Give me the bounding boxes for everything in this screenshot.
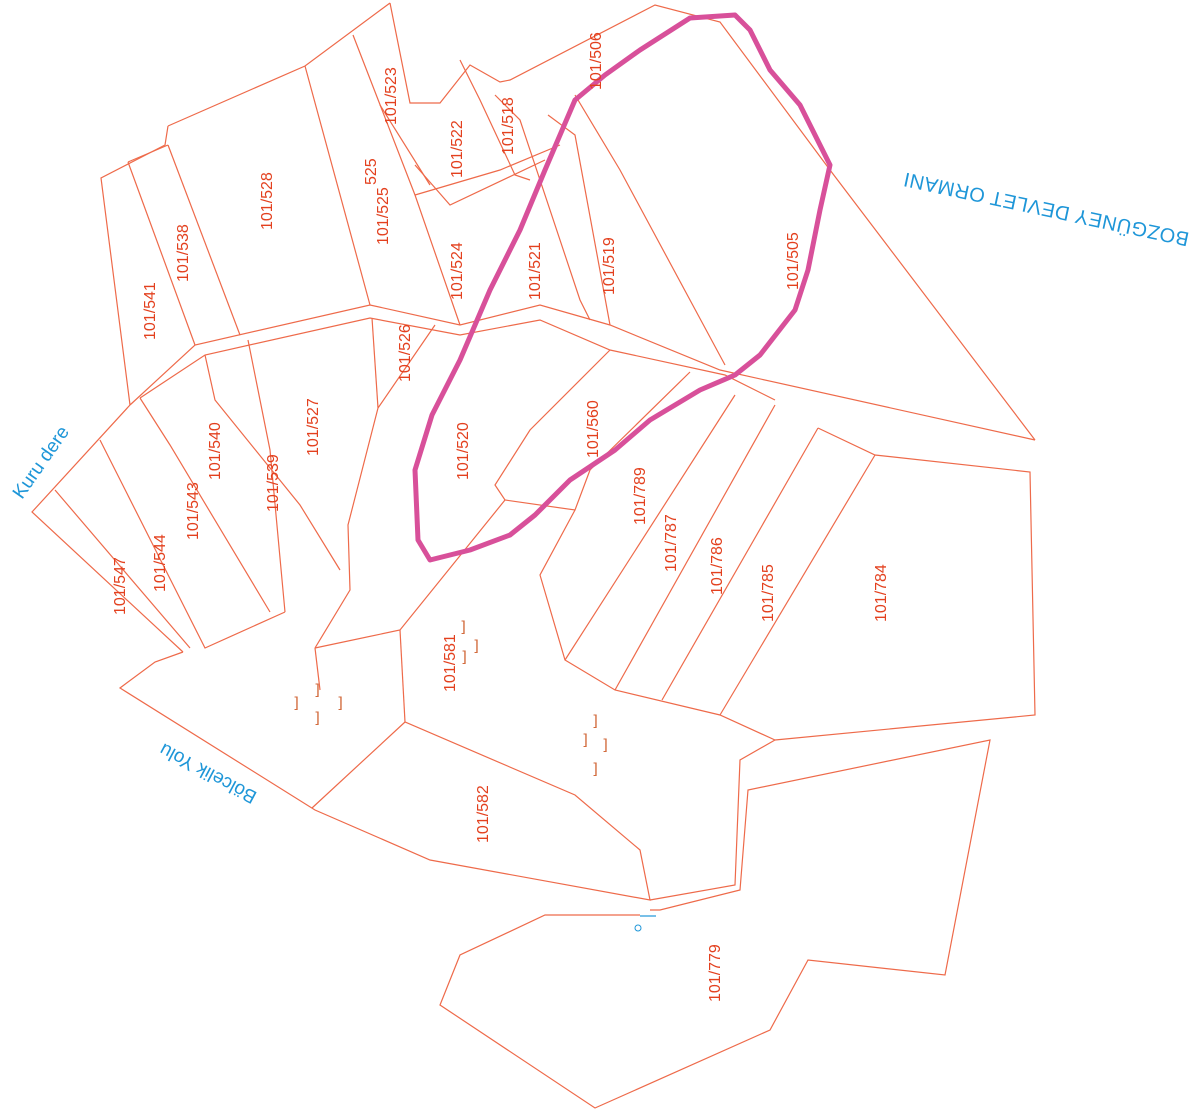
parcel-edge-13 bbox=[371, 317, 379, 409]
map-symbol: ] bbox=[336, 694, 345, 712]
parcel-label: 101/779 bbox=[707, 944, 724, 1002]
parcel-label: 101/525 bbox=[375, 187, 392, 245]
parcel-edge-14 bbox=[314, 324, 436, 649]
parcel-label: 101/506 bbox=[588, 32, 605, 90]
parcel-edge-25 bbox=[661, 427, 819, 701]
parcel-label: 101/541 bbox=[142, 282, 159, 340]
map-symbol: ] bbox=[313, 681, 322, 699]
forest-name-label: BOZGÜNEY DEVLET ORMANI bbox=[901, 168, 1191, 250]
parcel-edge-27 bbox=[774, 427, 1036, 741]
map-symbols: ] ] ] ] ] ] ] ] ] ] ] bbox=[292, 618, 610, 778]
parcel-label: 101/522 bbox=[449, 120, 466, 178]
parcel-edge-10 bbox=[547, 114, 611, 326]
parcel-label: 101/521 bbox=[527, 242, 544, 300]
parcel-label: 101/784 bbox=[873, 564, 890, 622]
parcel-label: 101/539 bbox=[265, 454, 282, 512]
map-symbol: ] bbox=[292, 694, 301, 712]
parcel-label: 101/544 bbox=[152, 534, 169, 592]
parcel-edge-7 bbox=[459, 59, 531, 181]
parcel-edge-4 bbox=[304, 65, 371, 306]
map-symbol: ] bbox=[459, 618, 468, 636]
parcel-label: 101/524 bbox=[449, 242, 466, 300]
map-symbol: ] bbox=[581, 731, 590, 749]
map-symbol: ] bbox=[601, 736, 610, 754]
parcel-edge-9 bbox=[414, 159, 546, 206]
boundary-south-west bbox=[118, 651, 651, 901]
parcel-label: 101/543 bbox=[185, 482, 202, 540]
road-name-label: Bölcelik Yolu bbox=[156, 738, 260, 807]
map-symbol: ] bbox=[591, 712, 600, 730]
stream-name-label: Kuru dere bbox=[9, 422, 74, 502]
parcel-label: 101/540 bbox=[207, 422, 224, 480]
parcel-edge-2 bbox=[127, 161, 196, 346]
parcel-edge-28 bbox=[314, 647, 321, 691]
parcel-label: 101/526 bbox=[397, 324, 414, 382]
parcel-label: 101/505 bbox=[785, 232, 802, 290]
parcel-label: 101/582 bbox=[475, 785, 492, 843]
parcel-label: 101/523 bbox=[383, 67, 400, 125]
map-symbol: ] bbox=[313, 709, 322, 727]
parcel-label: 101/527 bbox=[305, 398, 322, 456]
parcel-label: 101/786 bbox=[709, 537, 726, 595]
parcel-edge-8 bbox=[414, 144, 561, 196]
parcel-label: 101/538 bbox=[175, 224, 192, 282]
map-symbol: ] bbox=[472, 637, 481, 655]
parcel-boundaries bbox=[31, 2, 1036, 1109]
parcel-edge-26 bbox=[719, 454, 876, 716]
road-east-1 bbox=[649, 739, 776, 901]
parcel-edge-17 bbox=[139, 397, 271, 613]
road-lower-edge bbox=[139, 317, 776, 401]
parcel-label: 101/547 bbox=[112, 557, 129, 615]
road-east-2 bbox=[439, 739, 991, 1109]
parcel-label: 101/518 bbox=[500, 97, 517, 155]
parcel-edge-3 bbox=[167, 144, 241, 336]
parcel-labels: 101/523 101/506 101/522 101/518 101/528 … bbox=[112, 32, 890, 1002]
parcel-edge-1 bbox=[127, 144, 169, 163]
boundary-west-top bbox=[100, 125, 169, 406]
boundary-west-mid bbox=[31, 404, 184, 653]
parcel-label: 525 bbox=[363, 158, 380, 185]
parcel-edge-11 bbox=[494, 94, 591, 321]
road-upper-edge bbox=[129, 304, 1036, 441]
parcel-edge-23 bbox=[564, 394, 736, 661]
highlighted-area-outline bbox=[412, 12, 833, 563]
parcel-edge-15 bbox=[247, 339, 286, 613]
parcel-edge-24 bbox=[614, 404, 776, 691]
parcel-edge-16 bbox=[204, 354, 341, 571]
boundary-north-east bbox=[389, 2, 1036, 441]
parcel-label: 101/520 bbox=[455, 422, 472, 480]
parcel-edge-12 bbox=[574, 94, 726, 366]
parcel-label: 101/785 bbox=[760, 564, 777, 622]
parcel-edge-18 bbox=[54, 489, 191, 649]
culvert-mark bbox=[634, 915, 656, 932]
parcel-edge-22 bbox=[539, 509, 776, 741]
parcel-edge-21 bbox=[314, 499, 506, 649]
parcel-label: 101/789 bbox=[632, 467, 649, 525]
map-symbol: ] bbox=[460, 648, 469, 666]
boundary-north-outer bbox=[167, 2, 391, 127]
parcel-edge-6 bbox=[379, 104, 431, 186]
parcel-label: 101/519 bbox=[601, 237, 618, 295]
parcel-label: 101/581 bbox=[442, 634, 459, 692]
parcel-edge-19 bbox=[99, 439, 286, 649]
parcel-label: 101/560 bbox=[585, 400, 602, 458]
map-symbol: ] bbox=[591, 760, 600, 778]
parcel-label: 101/787 bbox=[663, 514, 680, 572]
road-east-upper bbox=[399, 629, 406, 723]
parcel-label: 101/528 bbox=[259, 172, 276, 230]
